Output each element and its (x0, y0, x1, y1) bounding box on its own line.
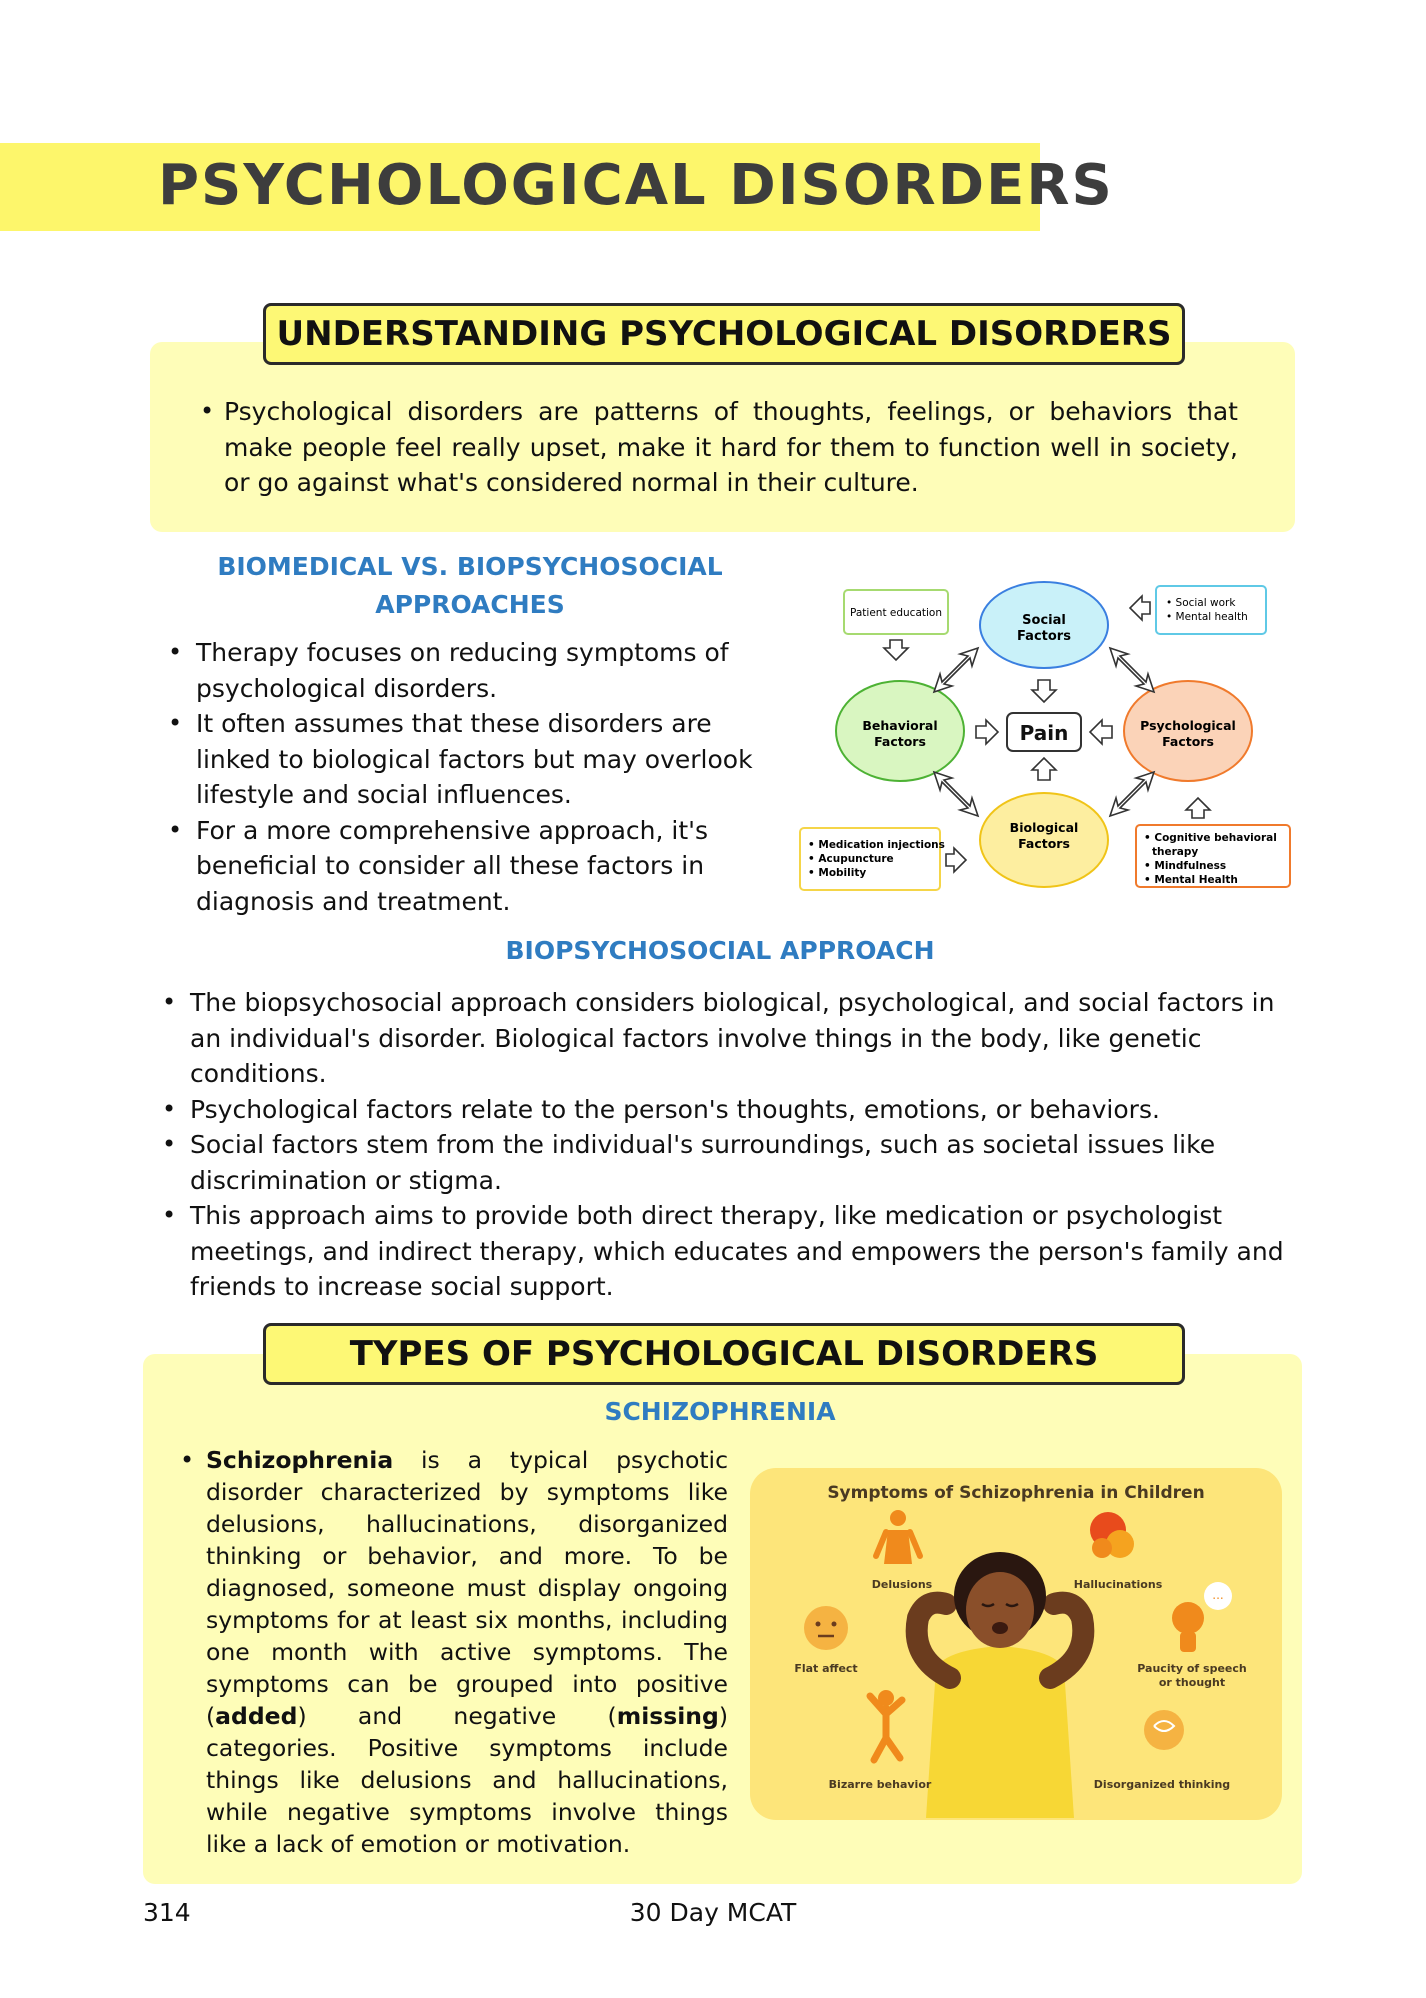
arrow-icon (945, 846, 968, 874)
speech-bubble-icon (1204, 1582, 1232, 1610)
flat-affect-label: Flat affect (794, 1662, 857, 1675)
bizarre-behavior-label: Bizarre behavior (829, 1778, 932, 1791)
arrow-icon (1128, 594, 1151, 622)
child-eye-right (1005, 1602, 1019, 1608)
illustration-title: Symptoms of Schizophrenia in Children (827, 1483, 1204, 1503)
child-arm-right (1039, 1591, 1095, 1689)
child-arm-left (905, 1591, 961, 1689)
social-box-line-1: • Social work (1166, 597, 1236, 609)
delusions-label: Delusions (872, 1578, 933, 1591)
double-arrow-icon (932, 646, 980, 694)
biopsychosocial-list: The biopsychosocial approach considers b… (158, 985, 1308, 1305)
list-item: Psychological disorders are patterns of … (196, 394, 1238, 501)
list-item: Schizophrenia is a typical psychotic dis… (176, 1444, 728, 1860)
double-arrow-icon (932, 770, 980, 818)
behavioral-factors-ellipse (835, 680, 965, 782)
list-item: This approach aims to provide both direc… (158, 1198, 1308, 1305)
arrow-icon (1030, 756, 1058, 781)
arrow-icon (882, 639, 910, 662)
biopsychosocial-heading: BIOPSYCHOSOCIAL APPROACH (505, 936, 935, 965)
social-label-1: Social (1022, 613, 1066, 628)
arrow-icon (1088, 718, 1113, 746)
paucity-label-1: Paucity of speech (1137, 1662, 1246, 1675)
schizophrenia-term: Schizophrenia (206, 1446, 394, 1474)
types-heading: TYPES OF PSYCHOLOGICAL DISORDERS (263, 1323, 1185, 1385)
biomedical-heading: BIOMEDICAL VS. BIOPSYCHOSOCIAL APPROACHE… (170, 548, 770, 624)
patient-education-box (843, 589, 949, 635)
list-item: For a more comprehensive approach, it's … (164, 813, 784, 920)
psych-box-line-4: • Mental Health (1144, 874, 1238, 886)
bio-treatment-box (799, 827, 941, 891)
schizophrenia-text-3: ) categories. Positive symptoms include … (206, 1702, 728, 1858)
bio-box-line-3: • Mobility (808, 867, 866, 879)
bizarre-behavior-icon (866, 1690, 906, 1764)
child-face (966, 1572, 1034, 1648)
book-title: 30 Day MCAT (629, 1898, 797, 1927)
speech-bubble-dots: ... (1212, 1588, 1223, 1602)
child-mouth (992, 1622, 1008, 1634)
schizophrenia-text-1: is a typical psychotic disorder characte… (206, 1446, 728, 1730)
psych-box-line-3: • Mindfulness (1144, 860, 1226, 872)
social-factors-ellipse (979, 581, 1109, 669)
disorganized-thinking-icon (1144, 1710, 1184, 1750)
arrow-icon (975, 718, 1000, 746)
paucity-label-2: or thought (1159, 1676, 1225, 1689)
delusions-icon (873, 1510, 923, 1564)
double-arrow-icon (1108, 770, 1156, 818)
flat-affect-icon (804, 1606, 848, 1650)
behavioral-label-2: Factors (874, 734, 926, 749)
child-dress (926, 1646, 1074, 1818)
list-item: The biopsychosocial approach considers b… (158, 985, 1308, 1092)
arrow-icon (1184, 796, 1212, 819)
biomedical-heading-line2: APPROACHES (375, 590, 565, 619)
pain-factors-svg: Pain Social Factors Behavioral Factors P… (799, 581, 1291, 891)
schizophrenia-illustration-svg: Symptoms of Schizophrenia in Children De… (750, 1468, 1282, 1820)
patient-education-label: Patient education (850, 607, 942, 619)
understanding-list: Psychological disorders are patterns of … (196, 394, 1238, 501)
child-eye-left (981, 1602, 995, 1608)
added-term: added (215, 1702, 298, 1730)
hallucinations-icon (1090, 1512, 1134, 1558)
psych-treatment-box (1135, 824, 1291, 888)
psychological-label-1: Psychological (1140, 718, 1236, 733)
psychological-factors-ellipse (1123, 680, 1253, 782)
pain-label: Pain (1020, 721, 1069, 745)
behavioral-label-1: Behavioral (862, 718, 937, 733)
biomedical-list: Therapy focuses on reducing symptoms of … (164, 635, 784, 919)
psych-box-line-1: • Cognitive behavioral (1144, 832, 1277, 844)
understanding-heading: UNDERSTANDING PSYCHOLOGICAL DISORDERS (263, 303, 1185, 365)
psych-box-line-2: therapy (1152, 846, 1198, 858)
schizophrenia-illustration: Symptoms of Schizophrenia in Children De… (750, 1468, 1282, 1820)
paucity-icon (1172, 1602, 1204, 1652)
page-number: 314 (143, 1898, 191, 1927)
schizophrenia-text-2: ) and negative ( (297, 1702, 617, 1730)
list-item: Therapy focuses on reducing symptoms of … (164, 635, 784, 706)
hallucinations-label: Hallucinations (1074, 1578, 1163, 1591)
biological-factors-ellipse (979, 792, 1109, 888)
pain-factors-diagram: Pain Social Factors Behavioral Factors P… (790, 578, 1300, 898)
missing-term: missing (616, 1702, 719, 1730)
double-arrow-icon (1108, 646, 1156, 694)
arrow-icon (1030, 679, 1058, 704)
biomedical-heading-line1: BIOMEDICAL VS. BIOPSYCHOSOCIAL (217, 552, 723, 581)
bio-box-line-2: • Acupuncture (808, 853, 894, 865)
disorganized-thinking-label: Disorganized thinking (1094, 1778, 1230, 1791)
child-figure (905, 1552, 1095, 1818)
pain-box (1006, 712, 1082, 752)
biological-label-1: Biological (1010, 820, 1079, 835)
list-item: Social factors stem from the individual'… (158, 1127, 1308, 1198)
social-label-2: Factors (1017, 629, 1071, 644)
title-band: PSYCHOLOGICAL DISORDERS (0, 143, 1112, 231)
social-box-line-2: • Mental health (1166, 611, 1248, 623)
schizophrenia-heading: SCHIZOPHRENIA (604, 1397, 836, 1426)
list-item: Psychological factors relate to the pers… (158, 1092, 1308, 1128)
list-item: It often assumes that these disorders ar… (164, 706, 784, 813)
page-title: PSYCHOLOGICAL DISORDERS (158, 153, 1114, 218)
bio-box-line-1: • Medication injections (808, 839, 945, 851)
biological-label-2: Factors (1018, 836, 1070, 851)
diagram-arrows (882, 594, 1212, 874)
psychological-label-2: Factors (1162, 734, 1214, 749)
schizophrenia-list: Schizophrenia is a typical psychotic dis… (176, 1444, 728, 1860)
social-work-box (1155, 585, 1267, 635)
